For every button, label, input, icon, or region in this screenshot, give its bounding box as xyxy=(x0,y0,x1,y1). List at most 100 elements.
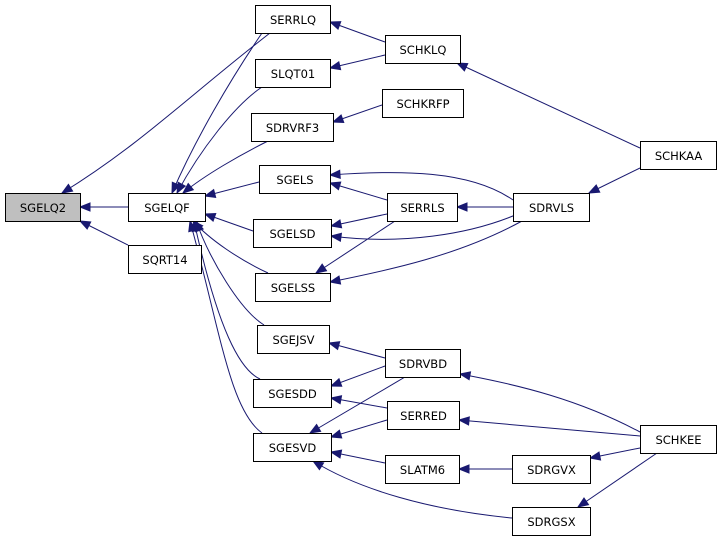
arrowhead-icon xyxy=(329,429,343,439)
node-sqrt14[interactable]: SQRT14 xyxy=(128,245,202,274)
node-box[interactable] xyxy=(385,349,461,378)
edge-line xyxy=(312,460,513,519)
node-box[interactable] xyxy=(128,245,202,274)
arrowhead-icon xyxy=(311,460,325,471)
node-box[interactable] xyxy=(257,325,330,354)
arrowhead-icon xyxy=(329,449,343,459)
node-box[interactable] xyxy=(253,219,332,248)
node-box[interactable] xyxy=(253,379,332,408)
node-box[interactable] xyxy=(259,165,331,194)
edge-sdrvls-to-serrls xyxy=(455,202,513,212)
arrowhead-icon xyxy=(203,188,217,198)
edge-sdrvls-to-sgelss xyxy=(328,220,523,285)
edge-sdrvbd-to-sgesdd xyxy=(329,365,386,387)
edge-line xyxy=(330,212,521,240)
node-label: SGELQF xyxy=(144,201,190,215)
arrowhead-icon xyxy=(329,219,343,229)
node-sgels[interactable]: SGELS xyxy=(259,165,331,194)
node-box[interactable] xyxy=(512,455,591,484)
node-serrls[interactable]: SERRLS xyxy=(387,193,458,222)
node-box[interactable] xyxy=(640,425,717,454)
node-box[interactable] xyxy=(255,273,331,302)
node-box[interactable] xyxy=(385,35,461,64)
edges-layer xyxy=(60,21,658,519)
edge-schkrfp-to-sdrvrf3 xyxy=(331,104,383,124)
node-label: SCHKAA xyxy=(655,149,703,163)
node-schkaa[interactable]: SCHKAA xyxy=(640,141,717,170)
node-label: SDRGVX xyxy=(527,463,576,477)
node-schkrfp[interactable]: SCHKRFP xyxy=(382,89,464,118)
node-box[interactable] xyxy=(387,401,460,430)
edge-line xyxy=(459,373,641,433)
node-box[interactable] xyxy=(253,433,332,462)
node-box[interactable] xyxy=(385,455,460,484)
arrowhead-icon xyxy=(455,62,469,72)
node-schkee[interactable]: SCHKEE xyxy=(640,425,717,454)
node-slqt01[interactable]: SLQT01 xyxy=(255,59,331,88)
arrowhead-icon xyxy=(329,377,343,387)
node-box[interactable] xyxy=(255,59,331,88)
arrowhead-icon xyxy=(308,423,322,434)
node-box[interactable] xyxy=(382,89,464,118)
edge-line xyxy=(193,220,261,380)
arrowhead-icon xyxy=(188,219,198,233)
edge-sdrgvx-to-slatm6 xyxy=(457,464,512,474)
arrowhead-icon xyxy=(176,181,187,195)
arrowhead-icon xyxy=(457,416,470,426)
node-sgelsd[interactable]: SGELSD xyxy=(253,219,332,248)
edge-line xyxy=(458,419,641,437)
node-box[interactable] xyxy=(128,193,206,222)
edge-line xyxy=(309,376,406,434)
node-sdrvls[interactable]: SDRVLS xyxy=(513,193,590,222)
node-box[interactable] xyxy=(5,193,81,222)
edge-schklq-to-serrlq xyxy=(328,21,386,43)
node-serred[interactable]: SERRED xyxy=(387,401,460,430)
node-sdrvbd[interactable]: SDRVBD xyxy=(385,349,461,378)
node-box[interactable] xyxy=(640,141,717,170)
edge-schkee-to-serred xyxy=(457,416,641,437)
edge-slqt01-to-sgelqf xyxy=(176,86,263,195)
arrowhead-icon xyxy=(181,182,195,194)
node-schklq[interactable]: SCHKLQ xyxy=(385,35,461,64)
node-sgelqf[interactable]: SGELQF xyxy=(128,193,206,222)
node-box[interactable] xyxy=(387,193,458,222)
node-box[interactable] xyxy=(513,193,590,222)
node-label: SGEJSV xyxy=(272,333,314,347)
node-sgelss[interactable]: SGELSS xyxy=(255,273,331,302)
node-box[interactable] xyxy=(251,113,334,142)
arrowhead-icon xyxy=(458,371,472,381)
edge-line xyxy=(171,32,263,194)
node-box[interactable] xyxy=(512,507,591,536)
edge-schkaa-to-sdrvls xyxy=(587,167,641,194)
node-slatm6[interactable]: SLATM6 xyxy=(385,455,460,484)
nodes-layer: SGELQ2 SGELQF SQRT14 SERRLQ SLQT01SDRVRF3SGE… xyxy=(5,5,717,536)
node-sgelq2[interactable]: SGELQ2 xyxy=(5,193,81,222)
node-sdrgvx[interactable]: SDRGVX xyxy=(512,455,591,484)
arrowhead-icon xyxy=(331,114,345,124)
arrowhead-icon xyxy=(588,451,602,461)
node-label: SGESVD xyxy=(269,441,317,455)
node-sgesvd[interactable]: SGESVD xyxy=(253,433,332,462)
edge-sdrvls-to-sgels xyxy=(328,169,514,201)
node-label: SQRT14 xyxy=(142,253,187,267)
node-sgesdd[interactable]: SGESDD xyxy=(253,379,332,408)
edge-sdrvbd-to-sgejsv xyxy=(327,341,386,359)
node-serrlq[interactable]: SERRLQ xyxy=(255,5,331,34)
node-label: SDRVBD xyxy=(399,357,447,371)
node-label: SDRVLS xyxy=(529,201,574,215)
node-label: SLATM6 xyxy=(400,463,445,477)
node-sgejsv[interactable]: SGEJSV xyxy=(257,325,330,354)
arrowhead-icon xyxy=(576,497,590,508)
edge-line xyxy=(61,32,271,194)
edge-schkaa-to-schklq xyxy=(455,62,641,149)
edge-line xyxy=(329,172,514,201)
node-sdrgsx[interactable]: SDRGSX xyxy=(512,507,591,536)
node-sdrvrf3[interactable]: SDRVRF3 xyxy=(251,113,334,142)
node-box[interactable] xyxy=(255,5,331,34)
node-label: SCHKEE xyxy=(655,433,701,447)
arrowhead-icon xyxy=(587,184,601,194)
edge-line xyxy=(577,452,658,508)
edge-schkee-to-sdrvbd xyxy=(458,371,641,433)
edge-schkee-to-sdrgvx xyxy=(588,447,641,461)
